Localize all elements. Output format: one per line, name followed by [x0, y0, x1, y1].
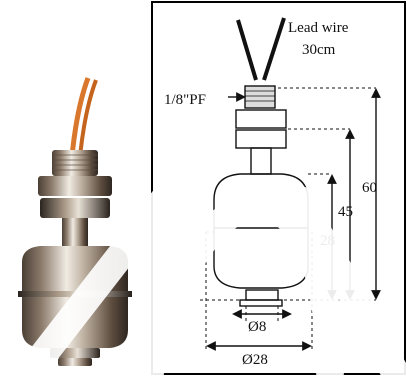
thread-section: [244, 85, 276, 109]
threaded-fitting: [52, 150, 98, 176]
dim-28-horizontal-label: Ø28: [242, 352, 268, 368]
lead-wire-left: [236, 19, 258, 81]
nut-1: [235, 109, 287, 129]
upper-nut: [38, 176, 112, 196]
watermark: [16, 179, 407, 376]
dim-60-label: 60: [362, 180, 377, 196]
middle-nut: [40, 198, 110, 218]
dim-45-label: 45: [338, 204, 353, 220]
dim-8-label: Ø8: [248, 319, 266, 335]
thread-label: 1/8"PF: [164, 92, 206, 108]
technical-drawing: [200, 17, 381, 351]
lead-wire-label: Lead wire: [288, 20, 349, 36]
lead-wire-length: 30cm: [302, 42, 336, 58]
lead-wire-right: [262, 17, 286, 81]
